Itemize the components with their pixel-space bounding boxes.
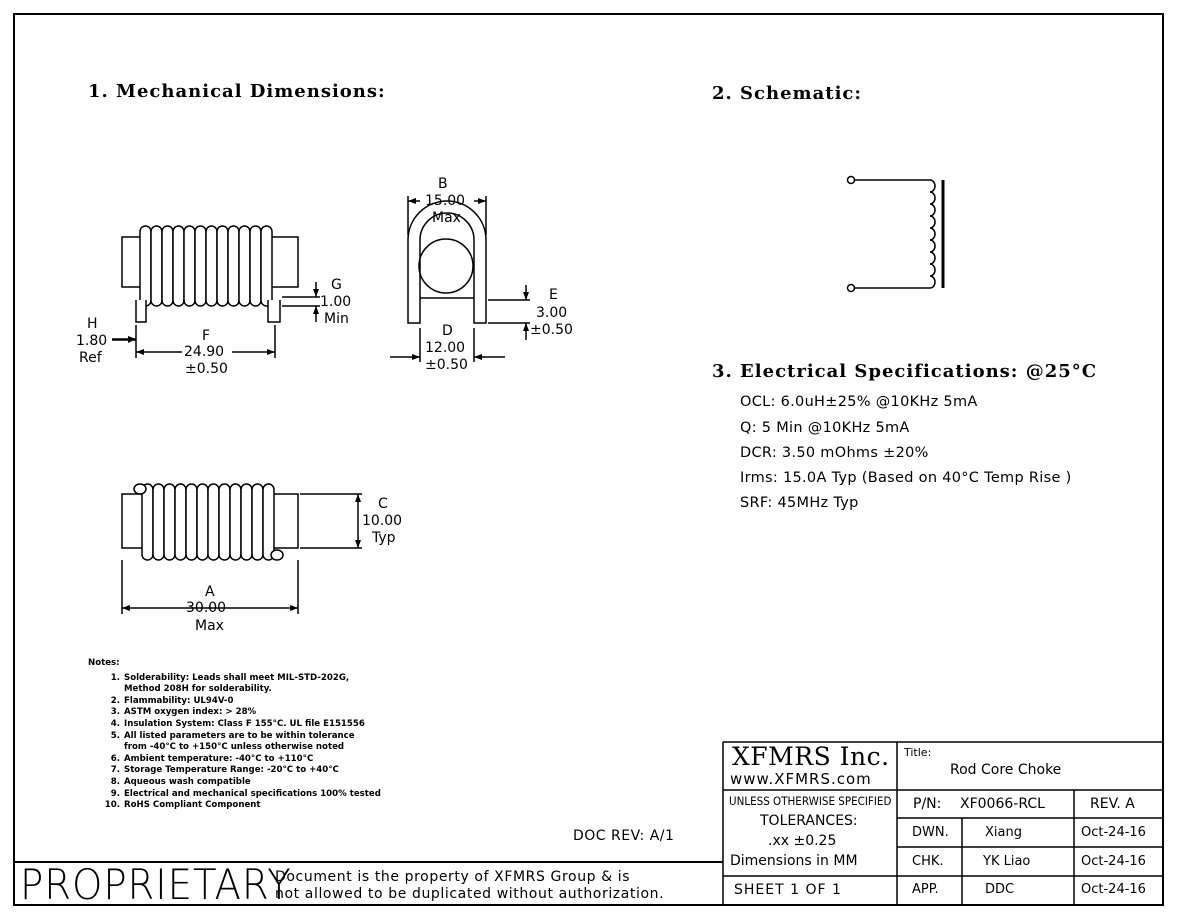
app-name: DDC: [985, 882, 1015, 897]
proprietary-divider: [13, 861, 723, 863]
dim-h-value: 1.80: [76, 333, 108, 349]
note-item: 9.Electrical and mechanical specificatio…: [110, 788, 381, 799]
company-name: XFMRS Inc.: [732, 742, 890, 771]
dim-c-value: 10.00: [362, 513, 403, 529]
app-label: APP.: [912, 882, 939, 897]
revision: REV. A: [1090, 796, 1135, 812]
spec-srf: SRF: 45MHz Typ: [740, 495, 859, 511]
schematic-heading: 2. Schematic:: [712, 83, 863, 104]
note-item: 8.Aqueous wash compatible: [110, 776, 251, 787]
dim-f-tol: ±0.50: [185, 361, 228, 377]
tolerances-label: TOLERANCES:: [760, 813, 858, 829]
dim-c-note: Typ: [372, 530, 396, 546]
chk-label: CHK.: [912, 854, 944, 869]
dwn-label: DWN.: [912, 825, 949, 840]
tolerance-value: .xx ±0.25: [768, 833, 837, 849]
spec-dcr: DCR: 3.50 mOhms ±20%: [740, 445, 929, 461]
dim-h-letter: H: [87, 316, 98, 332]
coil-windings-side: [139, 225, 273, 307]
dim-d-value: 12.00: [425, 340, 466, 356]
dim-a-letter: A: [205, 584, 215, 600]
proprietary-line-2: not allowed to be duplicated without aut…: [275, 886, 665, 902]
notes-title: Notes:: [88, 658, 120, 668]
part-title: Rod Core Choke: [950, 762, 1062, 778]
doc-revision: DOC REV: A/1: [573, 828, 675, 844]
dimensions-units: Dimensions in MM: [730, 853, 858, 869]
dim-g-note: Min: [324, 311, 349, 327]
title-label: Title:: [904, 746, 932, 759]
dwn-date: Oct-24-16: [1081, 825, 1146, 840]
dim-f-letter: F: [202, 328, 211, 344]
chk-name: YK Liao: [983, 854, 1031, 869]
chk-date: Oct-24-16: [1081, 854, 1146, 869]
pn-label: P/N:: [913, 796, 942, 812]
dwn-name: Xiang: [985, 825, 1022, 840]
dim-a-note: Max: [195, 618, 224, 634]
note-item: 7.Storage Temperature Range: -20°C to +4…: [110, 765, 339, 776]
dim-e-letter: E: [549, 287, 558, 303]
notes-block: Notes: 1.Solderability: Leads shall meet…: [88, 658, 381, 812]
dim-c-letter: C: [378, 496, 388, 512]
dim-b-value: 15.00: [425, 193, 466, 209]
proprietary-notice: Document is the property of XFMRS Group …: [275, 869, 664, 903]
spec-q: Q: 5 Min @10KHz 5mA: [740, 420, 910, 436]
company-website: www.XFMRS.com: [730, 770, 872, 788]
drawing-border: [13, 13, 1164, 906]
dim-b-letter: B: [438, 176, 448, 192]
unless-specified: UNLESS OTHERWISE SPECIFIED: [729, 794, 892, 808]
note-item: 5.All listed parameters are to be within…: [110, 730, 355, 741]
note-item: 6.Ambient temperature: -40°C to +110°C: [110, 753, 314, 764]
dim-d-tol: ±0.50: [425, 357, 468, 373]
app-date: Oct-24-16: [1081, 882, 1146, 897]
proprietary-word: PROPRIETARY: [20, 860, 292, 909]
note-item: 1.Solderability: Leads shall meet MIL-ST…: [110, 672, 350, 683]
inductor-schematic: [846, 175, 945, 293]
dim-g-value: 1.00: [320, 294, 352, 310]
dim-f-value: 24.90: [184, 344, 225, 360]
dim-e-tol: ±0.50: [530, 322, 573, 338]
note-item: 4.Insulation System: Class F 155°C. UL f…: [110, 718, 365, 729]
part-number: XF0066-RCL: [960, 796, 1045, 812]
proprietary-line-1: Document is the property of XFMRS Group …: [275, 869, 631, 885]
dim-d-letter: D: [442, 323, 453, 339]
note-item-cont: from -40°C to +150°C unless otherwise no…: [124, 742, 345, 753]
sheet-number: SHEET 1 OF 1: [734, 882, 842, 898]
dim-h-note: Ref: [79, 350, 102, 366]
dim-a-value: 30.00: [186, 600, 227, 616]
dim-e-value: 3.00: [536, 305, 568, 321]
spec-irms: Irms: 15.0A Typ (Based on 40°C Temp Rise…: [740, 470, 1072, 486]
dim-b-note: Max: [432, 210, 461, 226]
electrical-heading: 3. Electrical Specifications: @25°C: [712, 361, 1098, 382]
mechanical-heading: 1. Mechanical Dimensions:: [88, 81, 386, 102]
spec-ocl: OCL: 6.0uH±25% @10KHz 5mA: [740, 394, 978, 410]
dim-g-letter: G: [331, 277, 342, 293]
note-item: 10.RoHS Compliant Component: [104, 800, 261, 811]
note-item: 3.ASTM oxygen index: > 28%: [110, 707, 257, 718]
note-item: 2.Flammability: UL94V-0: [110, 695, 234, 706]
note-item-cont: Method 208H for solderability.: [124, 684, 272, 695]
